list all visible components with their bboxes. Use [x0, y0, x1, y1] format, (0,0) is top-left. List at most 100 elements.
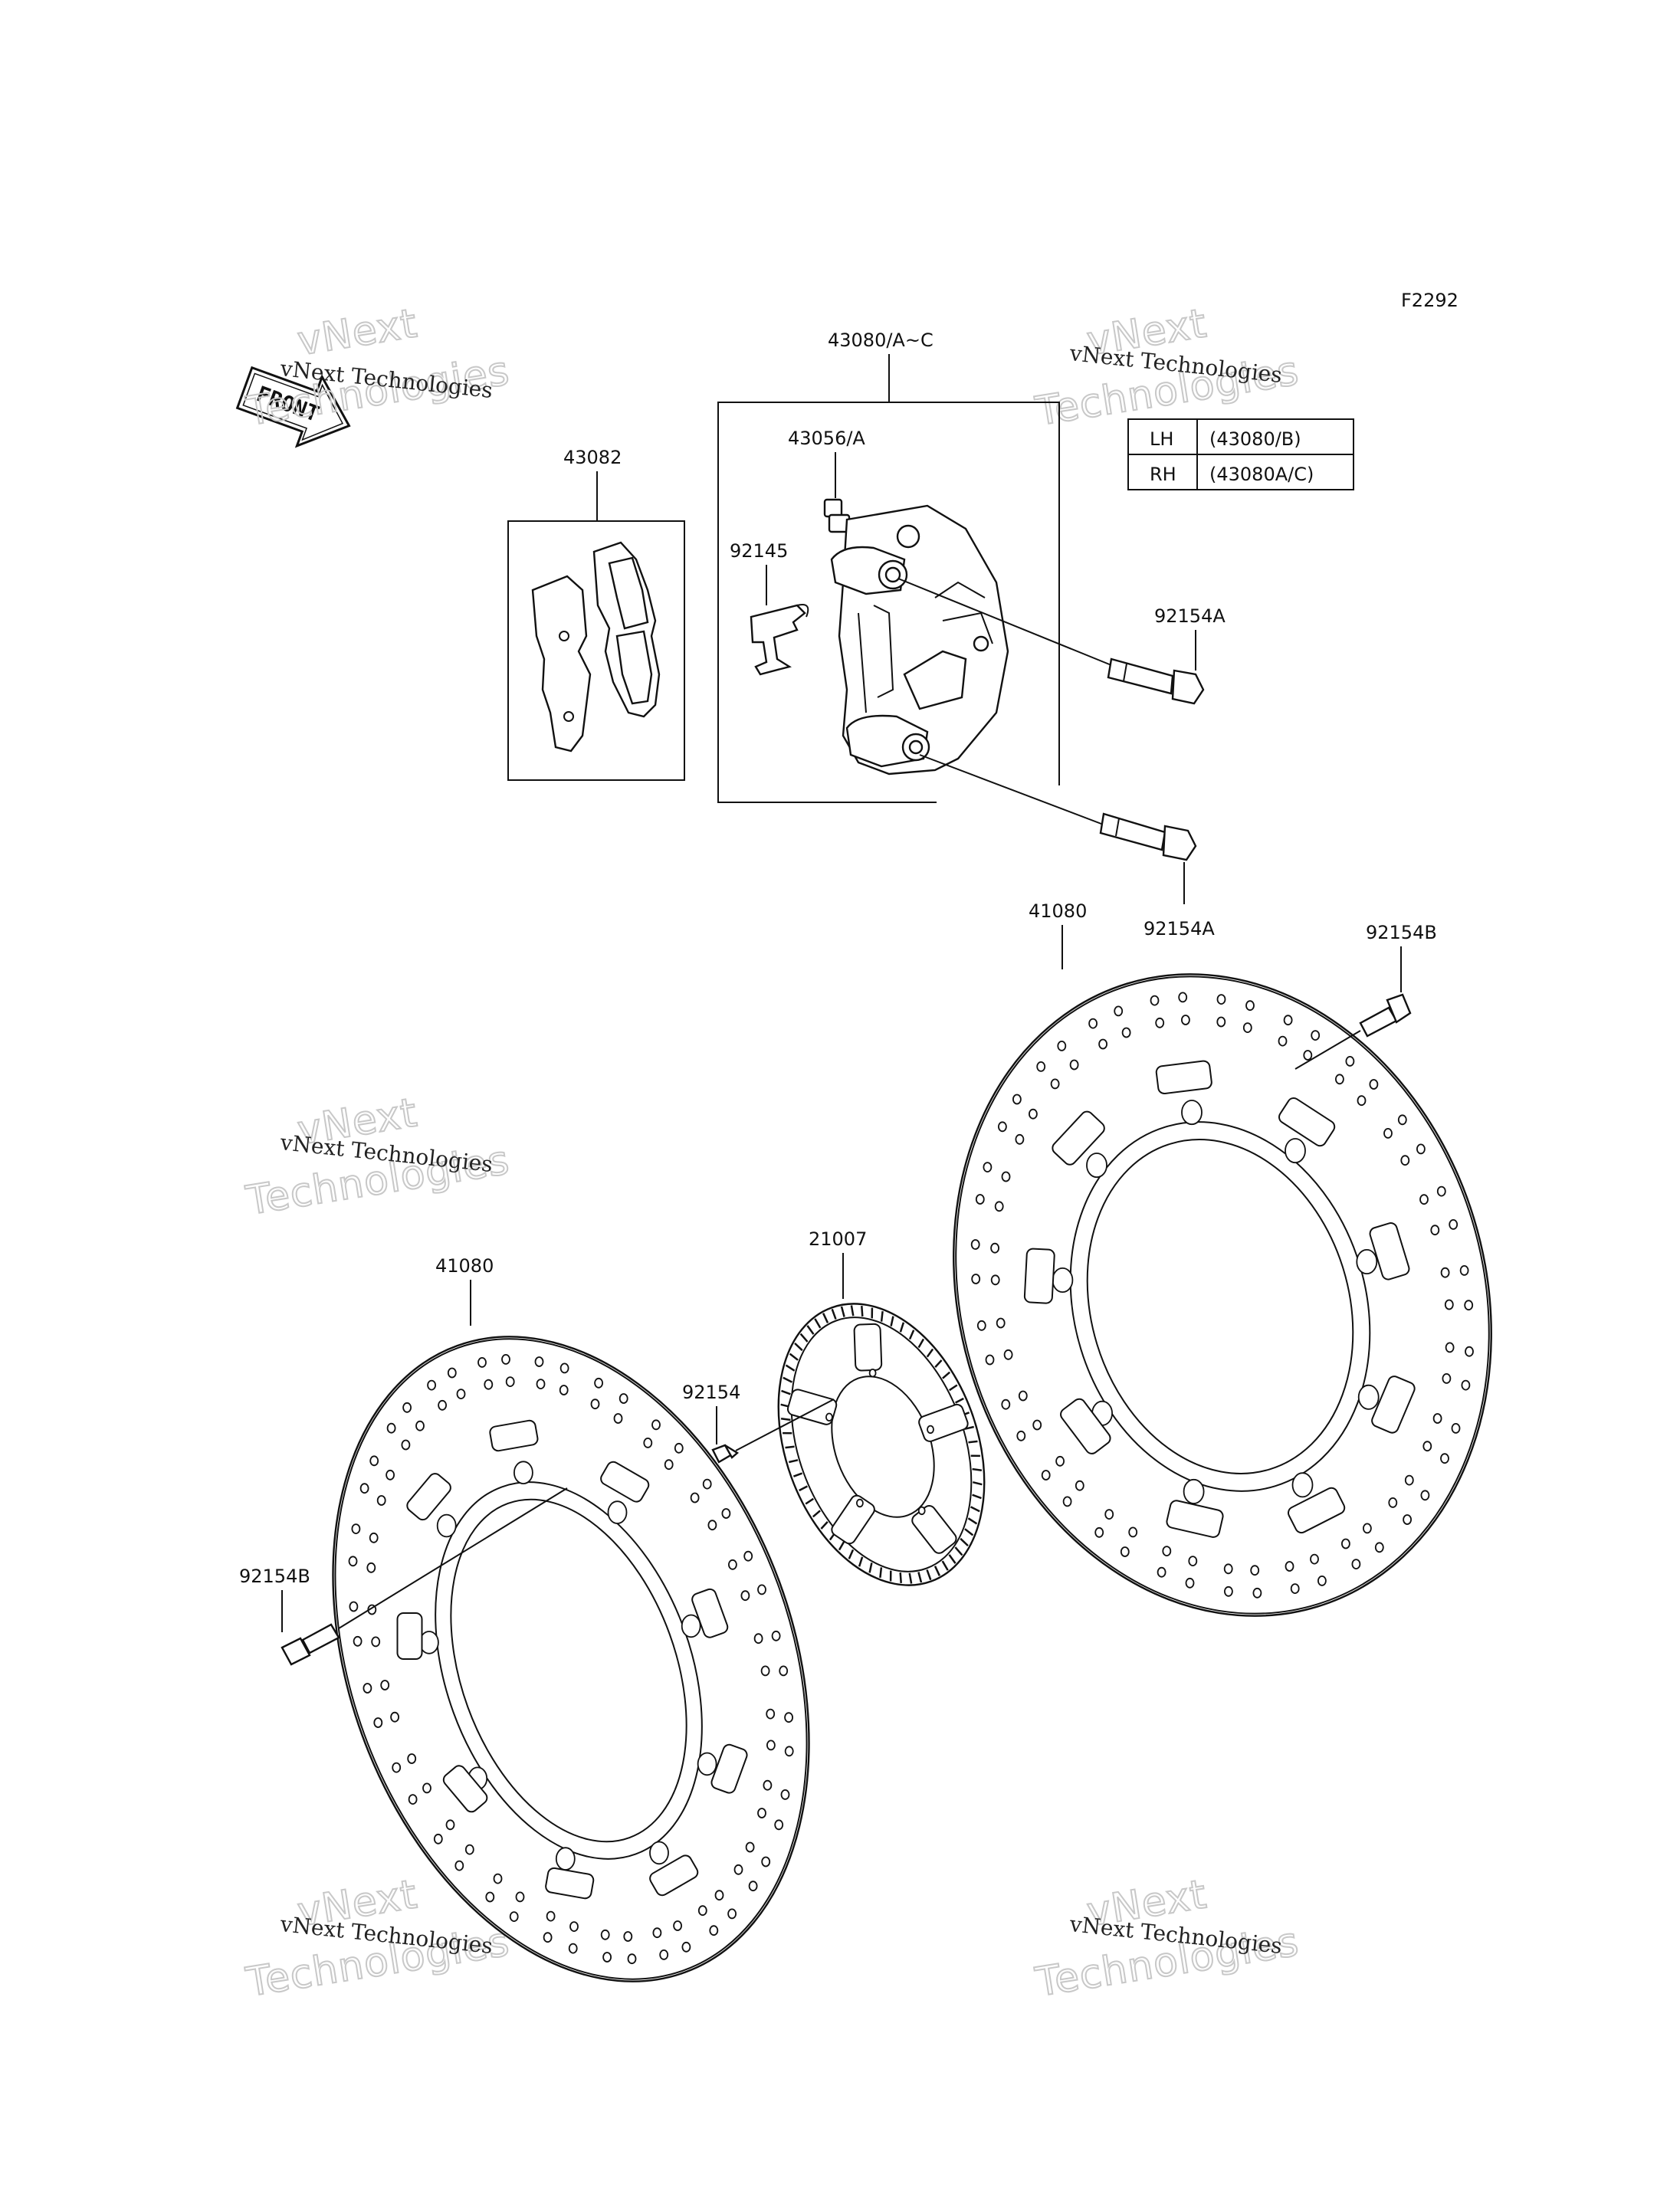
rotor-tooth: [858, 1556, 864, 1567]
disc-drill-hole: [515, 1891, 525, 1903]
rotor-tooth: [840, 1306, 845, 1317]
disc-drill-hole: [546, 1910, 556, 1922]
disc-drill-hole: [1464, 1300, 1474, 1311]
table-side-rh: RH: [1150, 464, 1176, 485]
disc-drill-hole: [1317, 1575, 1327, 1586]
disc-drill-hole: [643, 1438, 653, 1448]
rotor-window: [831, 1494, 875, 1545]
disc-rivet: [607, 1500, 628, 1524]
disc-drill-hole: [709, 1925, 719, 1936]
disc-drill-hole: [971, 1274, 981, 1284]
disc-drill-hole: [600, 1929, 610, 1940]
disc-drill-hole: [1114, 1005, 1124, 1017]
disc-drill-hole: [714, 1890, 724, 1901]
disc-rivet: [1183, 1478, 1205, 1504]
disc-cutout: [649, 1854, 699, 1897]
disc-drill-hole: [740, 1590, 750, 1602]
disc-rivet: [555, 1847, 576, 1871]
rotor-tooth: [868, 1562, 873, 1573]
disc-drill-hole: [1252, 1587, 1262, 1599]
disc-drill-hole: [366, 1562, 376, 1573]
disc-drill-hole: [1449, 1219, 1459, 1230]
label-bleeder: 43056/A: [788, 428, 865, 449]
disc-drill-hole: [1104, 1509, 1114, 1520]
rotor-tooth: [806, 1325, 815, 1335]
disc-drill-hole: [1150, 995, 1160, 1006]
disc-drill-hole: [766, 1708, 776, 1720]
rotor-tooth: [908, 1330, 915, 1340]
rotor-tooth: [879, 1567, 883, 1579]
rotor-tooth: [908, 1572, 913, 1584]
disc-drill-hole: [509, 1911, 519, 1923]
disc-drill-hole: [1012, 1094, 1022, 1105]
disc-drill-hole: [485, 1891, 495, 1903]
label-sensor-rotor: 21007: [809, 1228, 867, 1250]
rotor-tooth: [820, 1521, 829, 1530]
disc-drill-hole: [784, 1746, 794, 1757]
disc-drill-hole: [477, 1357, 487, 1368]
disc-rivet: [1356, 1249, 1378, 1275]
disc-drill-hole: [464, 1844, 474, 1855]
disc-drill-hole: [1250, 1565, 1260, 1576]
brake-disc-left: [332, 1336, 810, 1982]
disc-cutout: [1023, 1248, 1055, 1304]
disc-drill-hole: [407, 1753, 417, 1764]
disc-drill-hole: [1069, 1059, 1079, 1071]
disc-drill-hole: [505, 1376, 515, 1387]
disc-right-holes: [970, 992, 1474, 1599]
disc-drill-hole: [1075, 1480, 1084, 1491]
disc-drill-hole: [1162, 1546, 1172, 1556]
rotor-tooth: [789, 1353, 799, 1361]
disc-drill-hole: [543, 1932, 553, 1943]
rotor-tooth: [794, 1342, 803, 1352]
variant-table: LH (43080/B) RH (43080A/C): [1127, 418, 1354, 490]
label-disc-left: 41080: [435, 1255, 494, 1277]
disc-drill-hole: [1363, 1523, 1372, 1534]
disc-cutout: [489, 1419, 539, 1452]
rotor-tooth: [785, 1445, 795, 1449]
disc-drill-hole: [707, 1520, 717, 1531]
disc-rivet: [1181, 1100, 1203, 1126]
disc-drill-hole: [380, 1680, 390, 1690]
caliper-bolt-upper: [1107, 657, 1205, 705]
label-pad-set: 43082: [563, 447, 622, 468]
disc-drill-hole: [613, 1413, 623, 1424]
disc-cutout: [396, 1612, 423, 1660]
brake-pads: [531, 541, 661, 753]
disc-drill-hole: [998, 1121, 1007, 1133]
disc-drill-hole: [363, 1683, 372, 1694]
disc-drill-hole: [456, 1389, 466, 1399]
disc-drill-hole: [1351, 1559, 1361, 1569]
disc-cutout: [1371, 1376, 1416, 1434]
disc-drill-hole: [386, 1422, 396, 1434]
disc-drill-hole: [748, 1881, 758, 1892]
rotor-tooth: [805, 1497, 814, 1505]
disc-drill-hole: [1345, 1056, 1355, 1067]
disc-drill-hole: [763, 1779, 773, 1791]
disc-drill-hole: [743, 1550, 753, 1562]
disc-drill-hole: [757, 1584, 766, 1595]
disc-drill-hole: [1374, 1542, 1384, 1553]
disc-drill-hole: [1245, 1000, 1255, 1012]
disc-drill-hole: [445, 1819, 455, 1831]
disc-drill-hole: [975, 1194, 985, 1205]
abs-sensor-rotor: [777, 1303, 986, 1586]
disc-drill-hole: [1383, 1128, 1393, 1139]
disc-rivet: [697, 1752, 717, 1776]
disc-drill-hole: [433, 1833, 443, 1844]
rotor-window: [786, 1389, 838, 1425]
disc-drill-hole: [652, 1927, 662, 1939]
disc-drill-hole: [721, 1508, 731, 1519]
disc-drill-hole: [1459, 1265, 1469, 1276]
disc-drill-hole: [447, 1367, 457, 1379]
disc-drill-hole: [349, 1601, 359, 1612]
disc-drill-hole: [1388, 1497, 1398, 1508]
disc-drill-hole: [1036, 1061, 1046, 1072]
disc-drill-hole: [1290, 1583, 1300, 1595]
label-disc-bolt-right: 92154B: [1366, 922, 1437, 943]
disc-drill-hole: [559, 1385, 569, 1395]
sensor-rotor-bolt: [711, 1444, 740, 1464]
disc-drill-hole: [390, 1711, 399, 1723]
pad-set-frame: [507, 520, 685, 781]
disc-drill-hole: [353, 1635, 363, 1647]
